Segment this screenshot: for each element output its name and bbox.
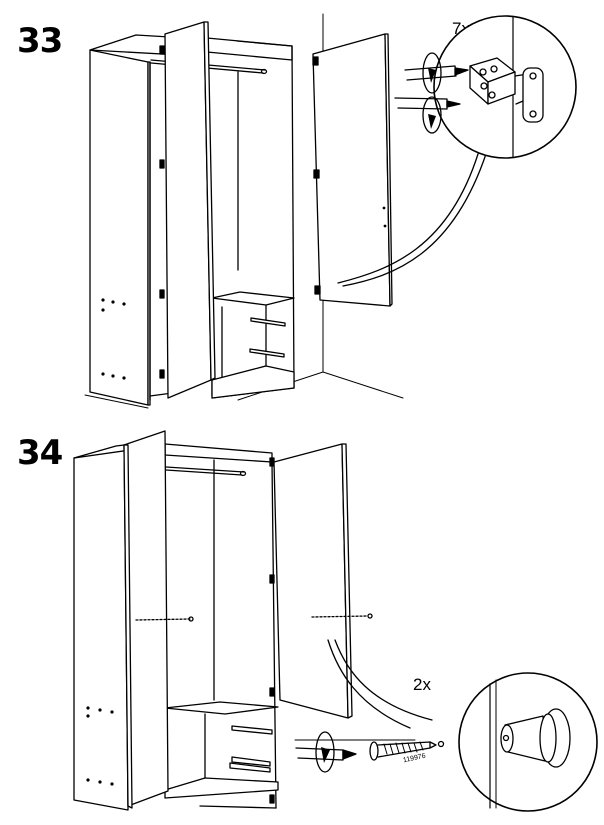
screw-119976 [370,742,444,761]
left-door-33 [165,22,215,398]
loose-door [313,34,392,306]
wardrobe-34 [74,440,278,810]
hinge-detail-callout [434,16,576,158]
callout-line-33 [338,154,478,283]
screwdriver-step-34 [296,732,356,772]
callout-line-33b [343,154,486,286]
step-34-illustration [74,431,597,811]
wardrobe-33 [90,35,294,405]
step-number-33: 33 [17,21,63,61]
callout-line-34b [335,640,432,720]
callout-line-34 [328,640,410,728]
step-number-34: 34 [17,433,63,473]
screw-quantity-label: 2x [413,675,431,694]
knob-detail-callout [459,673,597,811]
screwdriver-step-33 [395,53,468,133]
right-door-34 [274,444,372,718]
step-33-illustration [85,14,576,408]
left-door-34 [124,431,193,808]
